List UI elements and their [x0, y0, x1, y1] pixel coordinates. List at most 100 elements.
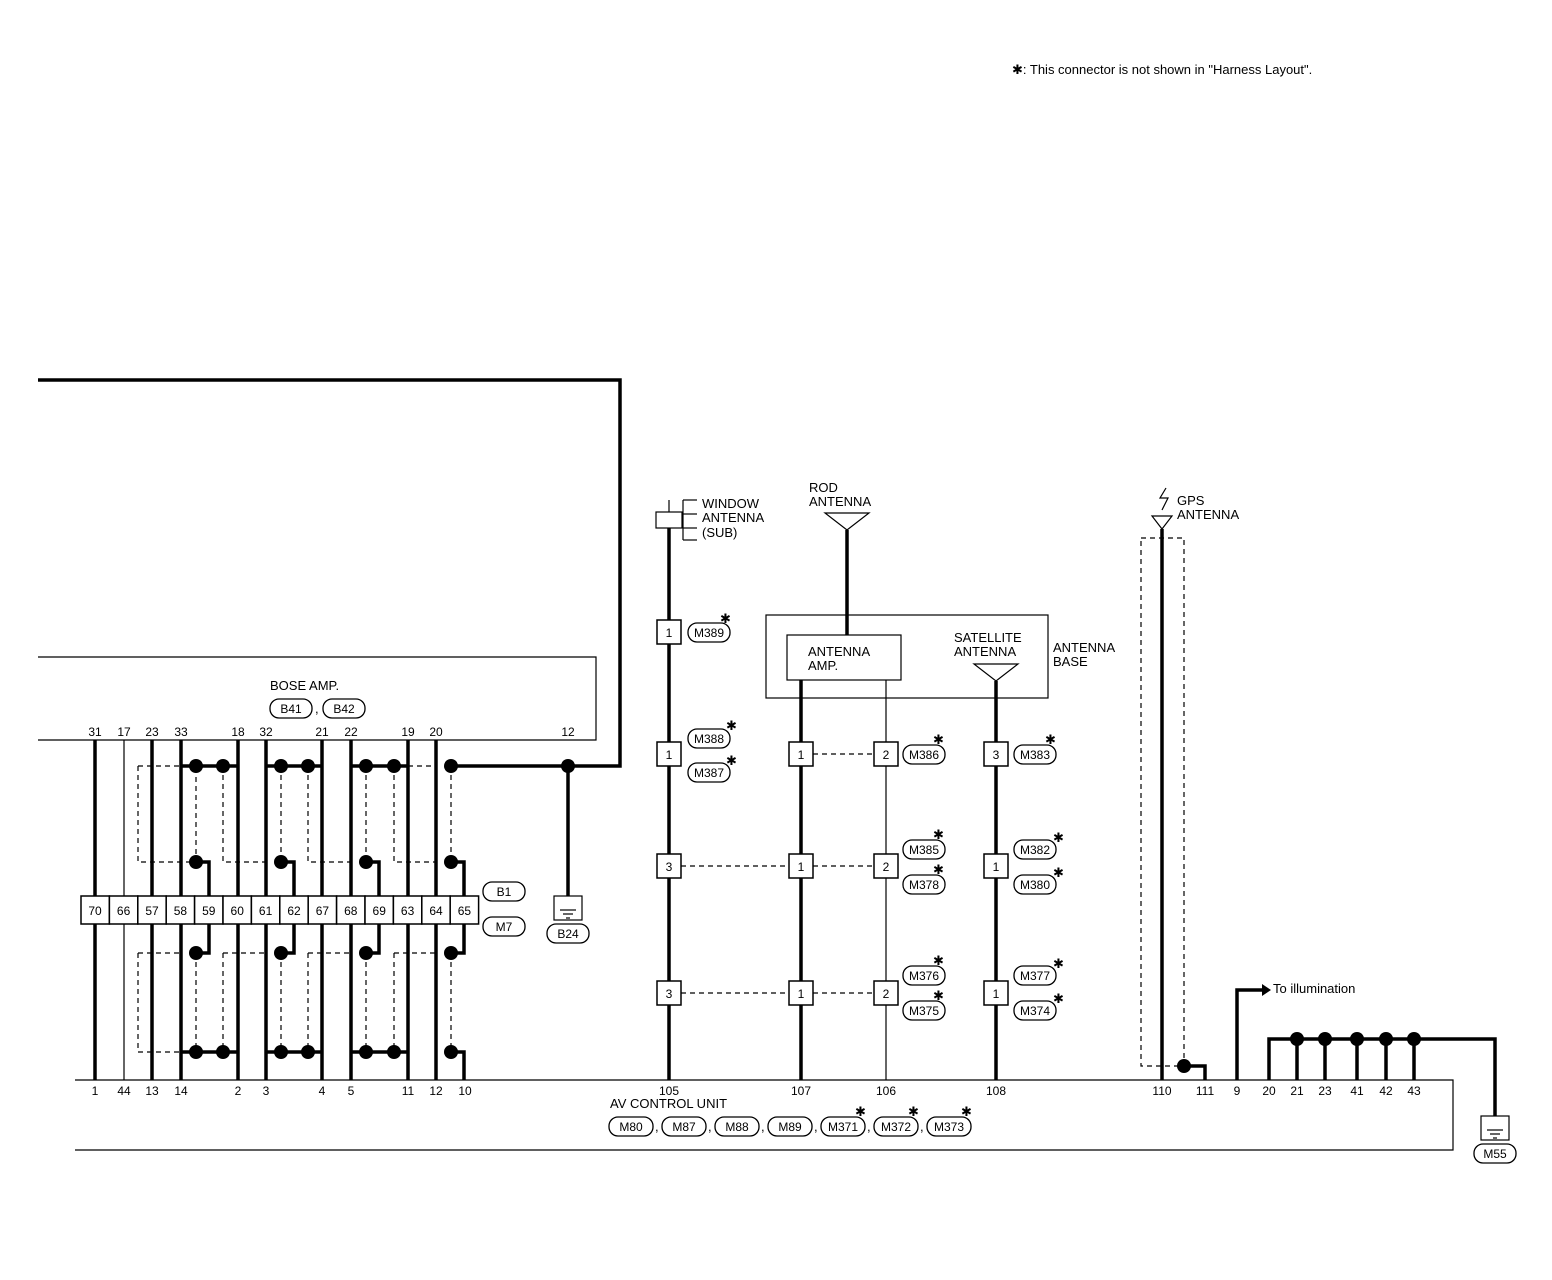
- bose-amp-box: [38, 656, 597, 741]
- svg-text:41: 41: [1350, 1084, 1364, 1098]
- connector-m389: [687, 622, 731, 643]
- connector-m387-label: M387: [694, 766, 724, 780]
- connector-m380: [1013, 874, 1057, 895]
- comma: ,: [315, 701, 319, 716]
- connector-b41-label: B41: [280, 702, 302, 716]
- connector-b24-label: B24: [557, 927, 579, 941]
- svg-text:,: ,: [655, 1119, 659, 1134]
- av-unit-connectors: M80 , M87 , M88 , M89 , M371 ✱ , M372 ✱ …: [608, 1104, 972, 1137]
- svg-text:3: 3: [993, 748, 1000, 762]
- svg-text:3: 3: [666, 860, 673, 874]
- svg-text:M371: M371: [828, 1120, 858, 1134]
- connector-m388: [687, 728, 731, 749]
- window-antenna-symbol: [655, 499, 697, 541]
- svg-text:61: 61: [259, 904, 273, 918]
- window-antenna-label: ANTENNA: [702, 510, 764, 525]
- rod-antenna-label: ROD: [809, 480, 838, 495]
- connector-m376-label: M376: [909, 969, 939, 983]
- junction-connector: 70 66 57 58 59 60 61 62 67 68 69 63 64 6…: [80, 895, 480, 925]
- splice-dots: [189, 759, 458, 1059]
- svg-text:M89: M89: [778, 1120, 802, 1134]
- connector-m378-label: M378: [909, 878, 939, 892]
- svg-text:58: 58: [174, 904, 188, 918]
- svg-text:1: 1: [993, 860, 1000, 874]
- harness-note: ✱: This connector is not shown in "Harne…: [1012, 62, 1312, 77]
- svg-text:107: 107: [791, 1084, 811, 1098]
- svg-text:2: 2: [883, 860, 890, 874]
- star-mark: ✱: [933, 732, 944, 747]
- star-mark: ✱: [1053, 865, 1064, 880]
- svg-text:111: 111: [1196, 1084, 1215, 1098]
- av-unit-pin-labels: 1 44 13 14 2 3 4 5 11 12 10 105 107 106 …: [92, 1084, 1421, 1098]
- ground-b24-symbol: [553, 895, 583, 921]
- connector-m382-label: M382: [1020, 843, 1050, 857]
- svg-text:M87: M87: [672, 1120, 696, 1134]
- svg-text:1: 1: [92, 1084, 99, 1098]
- connector-m376: [902, 965, 946, 986]
- connector-b1-label: B1: [497, 885, 512, 899]
- connector-m389-label: M389: [694, 626, 724, 640]
- svg-text:1: 1: [798, 748, 805, 762]
- svg-text:3: 3: [666, 987, 673, 1001]
- connector-m387: [687, 762, 731, 783]
- svg-text:,: ,: [761, 1119, 765, 1134]
- svg-text:63: 63: [401, 904, 415, 918]
- connector-b1: [482, 881, 526, 902]
- connector-m377-label: M377: [1020, 969, 1050, 983]
- connector-m383: [1013, 744, 1057, 765]
- svg-text:67: 67: [316, 904, 330, 918]
- amp-pins: 1 1 1 2 2 2: [788, 741, 899, 1006]
- antenna-base-label: ANTENNA: [1053, 640, 1115, 655]
- svg-text:106: 106: [876, 1084, 896, 1098]
- star-mark: ✱: [1053, 830, 1064, 845]
- shield-dashes: [137, 765, 452, 1053]
- pin-label: 31: [88, 725, 102, 739]
- ground-m55-symbol: [1480, 1115, 1510, 1141]
- svg-text:21: 21: [1290, 1084, 1304, 1098]
- pin-label: 33: [174, 725, 188, 739]
- svg-text:110: 110: [1152, 1084, 1171, 1098]
- arrow-right-icon: [1262, 984, 1271, 996]
- connector-m388-label: M388: [694, 732, 724, 746]
- pin-label: 18: [231, 725, 245, 739]
- svg-text:2: 2: [883, 987, 890, 1001]
- pin-label: 23: [145, 725, 159, 739]
- svg-text:,: ,: [920, 1119, 924, 1134]
- svg-text:68: 68: [344, 904, 358, 918]
- gps-antenna-label: ANTENNA: [1177, 507, 1239, 522]
- pin-label: 12: [561, 725, 575, 739]
- svg-text:✱: ✱: [908, 1104, 919, 1119]
- svg-text:3: 3: [263, 1084, 270, 1098]
- connector-m374-label: M374: [1020, 1004, 1050, 1018]
- svg-text:65: 65: [458, 904, 472, 918]
- svg-text:10: 10: [458, 1084, 472, 1098]
- antenna-base-label: BASE: [1053, 654, 1088, 669]
- svg-text:M88: M88: [725, 1120, 749, 1134]
- svg-text:62: 62: [287, 904, 301, 918]
- svg-text:M373: M373: [934, 1120, 964, 1134]
- connector-m383-label: M383: [1020, 748, 1050, 762]
- connector-b24: [546, 923, 590, 944]
- svg-text:1: 1: [666, 748, 673, 762]
- star-mark: ✱: [726, 718, 737, 733]
- illumination-label: To illumination: [1273, 981, 1355, 996]
- star-mark: ✱: [933, 953, 944, 968]
- svg-text:105: 105: [659, 1084, 679, 1098]
- bose-amp-label: BOSE AMP.: [270, 678, 339, 693]
- svg-text:14: 14: [174, 1084, 188, 1098]
- satellite-pins: 3 1 1: [983, 741, 1009, 1006]
- svg-text:44: 44: [117, 1084, 131, 1098]
- star-mark: ✱: [933, 862, 944, 877]
- star-mark: ✱: [933, 827, 944, 842]
- svg-text:1: 1: [666, 626, 673, 640]
- pin-label: 19: [401, 725, 415, 739]
- lightning-icon: [1158, 487, 1169, 511]
- connector-m382: [1013, 839, 1057, 860]
- svg-text:42: 42: [1379, 1084, 1393, 1098]
- star-mark: ✱: [933, 988, 944, 1003]
- connector-m375-label: M375: [909, 1004, 939, 1018]
- antenna-base-box: [765, 614, 1049, 699]
- amp-feed-wire: [38, 378, 622, 768]
- star-mark: ✱: [1045, 732, 1056, 747]
- connector-m380-label: M380: [1020, 878, 1050, 892]
